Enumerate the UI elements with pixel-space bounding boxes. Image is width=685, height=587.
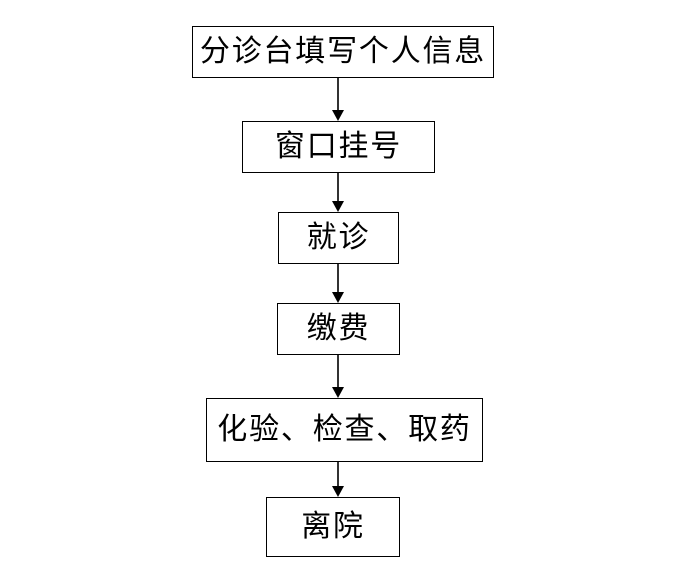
arrowhead-icon bbox=[332, 486, 344, 497]
flow-node-n3: 就诊 bbox=[278, 212, 399, 264]
flow-arrow-4 bbox=[328, 355, 348, 398]
flow-arrow-3 bbox=[328, 264, 348, 303]
flow-node-label: 分诊台填写个人信息 bbox=[199, 34, 487, 69]
flow-node-n1: 分诊台填写个人信息 bbox=[192, 26, 494, 78]
flow-node-label: 缴费 bbox=[306, 311, 371, 346]
flow-node-label: 窗口挂号 bbox=[274, 129, 403, 164]
arrowhead-icon bbox=[332, 292, 344, 303]
flow-node-label: 化验、检查、取药 bbox=[217, 412, 472, 447]
flow-arrow-5 bbox=[328, 462, 348, 497]
flow-node-label: 离院 bbox=[301, 509, 365, 544]
arrowhead-icon bbox=[332, 110, 344, 121]
flow-arrow-1 bbox=[328, 78, 348, 121]
arrowhead-icon bbox=[332, 387, 344, 398]
flow-node-n5: 化验、检查、取药 bbox=[206, 398, 483, 462]
flow-node-n6: 离院 bbox=[266, 497, 400, 557]
flow-node-label: 就诊 bbox=[306, 220, 371, 255]
flow-node-n4: 缴费 bbox=[277, 303, 400, 355]
flow-node-n2: 窗口挂号 bbox=[242, 121, 435, 173]
flow-arrow-2 bbox=[328, 173, 348, 212]
arrowhead-icon bbox=[332, 201, 344, 212]
